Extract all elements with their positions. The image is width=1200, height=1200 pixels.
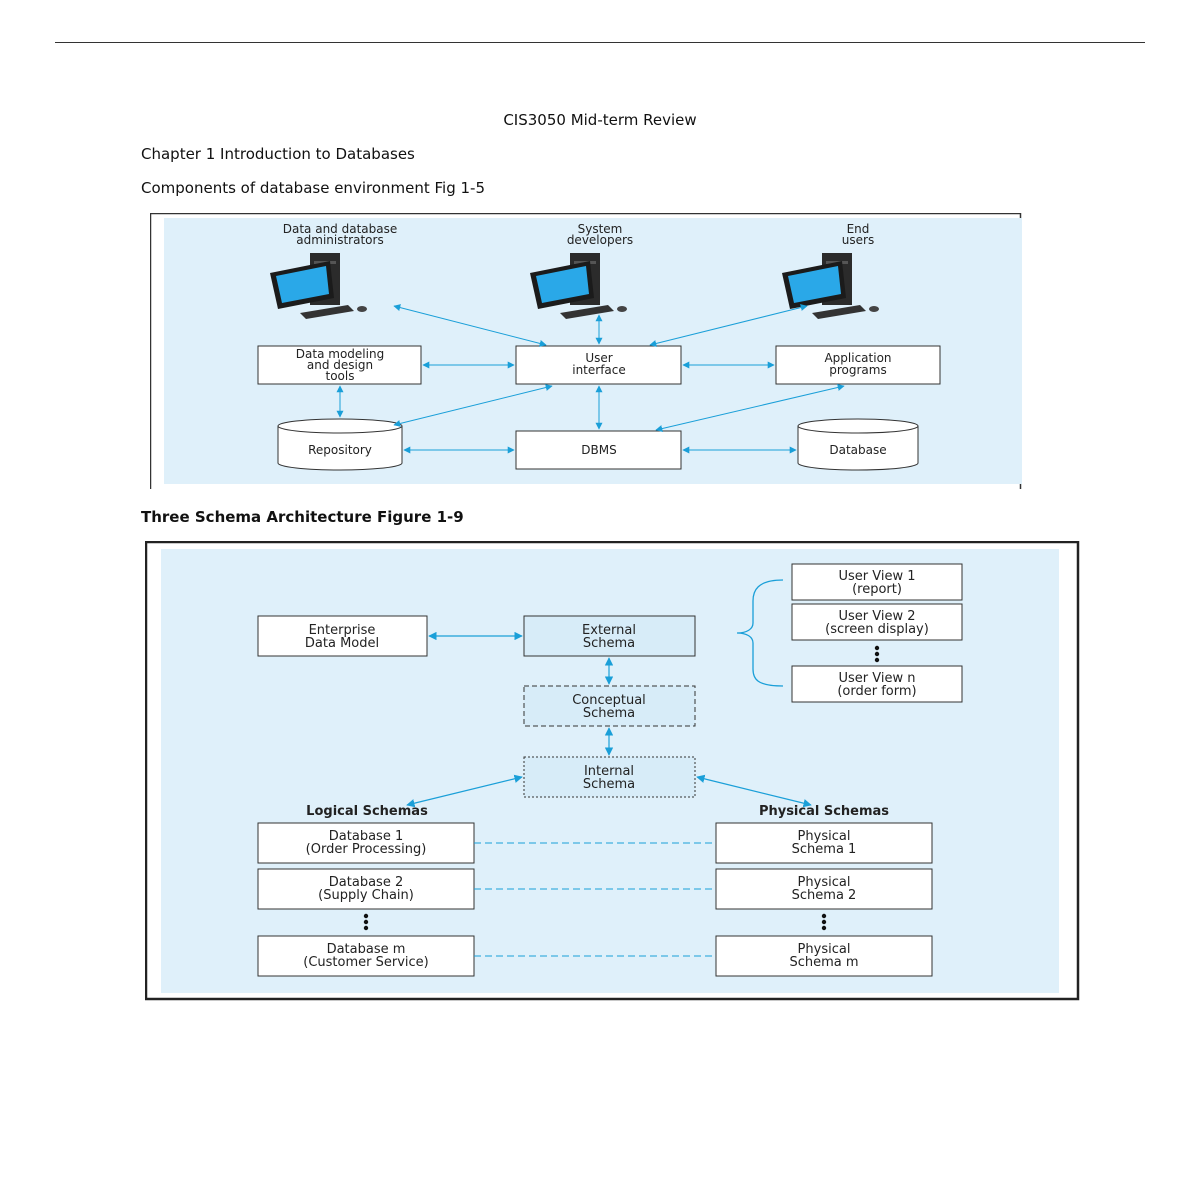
database-1-box	[257, 822, 475, 864]
database-environment-figure: Data and database administrators System …	[150, 213, 1022, 489]
admin-computer-icon	[270, 253, 367, 319]
endusers-label-1: End	[847, 222, 870, 236]
database-cylinder	[797, 418, 919, 471]
dbm-label-2: (Customer Service)	[303, 955, 428, 970]
figure-1-arrows	[336, 304, 845, 454]
application-programs-box	[775, 345, 941, 385]
developer-computer-icon	[530, 253, 627, 319]
dbms-label: DBMS	[581, 443, 616, 457]
user-interface-box	[515, 345, 682, 385]
uv1-label-2: (report)	[852, 582, 902, 597]
dbms-box	[515, 430, 682, 470]
repository-label: Repository	[308, 443, 372, 457]
ui-label-1: User	[585, 351, 612, 365]
external-label-2: Schema	[583, 636, 635, 651]
chapter-heading: Chapter 1 Introduction to Databases	[141, 145, 415, 163]
enterprise-data-model-box	[257, 615, 428, 657]
db1-label-1: Database 1	[329, 829, 403, 844]
external-label-1: External	[582, 623, 636, 638]
db2-label-1: Database 2	[329, 875, 403, 890]
enterprise-label-1: Enterprise	[309, 623, 376, 638]
ui-label-2: interface	[572, 363, 626, 377]
conceptual-label-1: Conceptual	[572, 693, 646, 708]
user-view-2-box	[791, 603, 963, 641]
developers-label-2: developers	[567, 233, 633, 247]
user-views-brace	[736, 579, 784, 687]
conceptual-schema-box	[523, 685, 696, 727]
uv1-label-1: User View 1	[838, 569, 915, 584]
three-schema-figure: Enterprise Data Model External Schema Co…	[145, 541, 1080, 1001]
ps1-label-2: Schema 1	[792, 842, 857, 857]
ps1-label-1: Physical	[798, 829, 851, 844]
logical-physical-connectors	[474, 842, 716, 957]
psm-label-2: Schema m	[789, 955, 858, 970]
database-m-box	[257, 935, 475, 977]
dbm-label-1: Database m	[327, 942, 406, 957]
enduser-computer-icon	[782, 253, 879, 319]
user-views-ellipsis	[874, 645, 880, 663]
physical-schema-2-box	[715, 868, 933, 910]
uvn-label-2: (order form)	[837, 684, 916, 699]
apps-label-1: Application	[824, 351, 891, 365]
physical-schemas-title: Physical Schemas	[759, 804, 889, 819]
modeling-label-2: and design	[307, 358, 373, 372]
logical-schemas-title: Logical Schemas	[306, 804, 428, 819]
physical-schema-1-box	[715, 822, 933, 864]
modeling-tools-box	[257, 345, 422, 385]
modeling-label-1: Data modeling	[296, 347, 384, 361]
internal-label-1: Internal	[584, 764, 634, 779]
endusers-label-2: users	[842, 233, 874, 247]
user-view-n-box	[791, 665, 963, 703]
db1-label-2: (Order Processing)	[306, 842, 427, 857]
database-2-box	[257, 868, 475, 910]
document-title: CIS3050 Mid-term Review	[503, 111, 697, 129]
modeling-label-3: tools	[326, 369, 355, 383]
figure-2-caption: Three Schema Architecture Figure 1-9	[141, 508, 464, 526]
internal-schema-box	[523, 756, 696, 798]
internal-label-2: Schema	[583, 777, 635, 792]
ps2-label-2: Schema 2	[792, 888, 857, 903]
repository-cylinder	[277, 418, 403, 471]
uvn-label-1: User View n	[839, 671, 916, 686]
header-rule	[55, 42, 1145, 43]
physical-schema-m-box	[715, 935, 933, 977]
conceptual-label-2: Schema	[583, 706, 635, 721]
external-schema-box	[523, 615, 696, 657]
admins-label-2: administrators	[296, 233, 383, 247]
uv2-label-2: (screen display)	[825, 622, 929, 637]
db2-label-2: (Supply Chain)	[318, 888, 414, 903]
database-label: Database	[829, 443, 886, 457]
user-view-1-box	[791, 563, 963, 601]
ps2-label-1: Physical	[798, 875, 851, 890]
uv2-label-1: User View 2	[838, 609, 915, 624]
enterprise-label-2: Data Model	[305, 636, 379, 651]
figure-2-arrows	[406, 631, 812, 808]
figure-1-caption: Components of database environment Fig 1…	[141, 179, 485, 197]
admins-label-1: Data and database	[283, 222, 398, 236]
psm-label-1: Physical	[798, 942, 851, 957]
developers-label-1: System	[578, 222, 623, 236]
physical-ellipsis	[821, 913, 827, 931]
apps-label-2: programs	[829, 363, 886, 377]
logical-ellipsis	[363, 913, 369, 931]
